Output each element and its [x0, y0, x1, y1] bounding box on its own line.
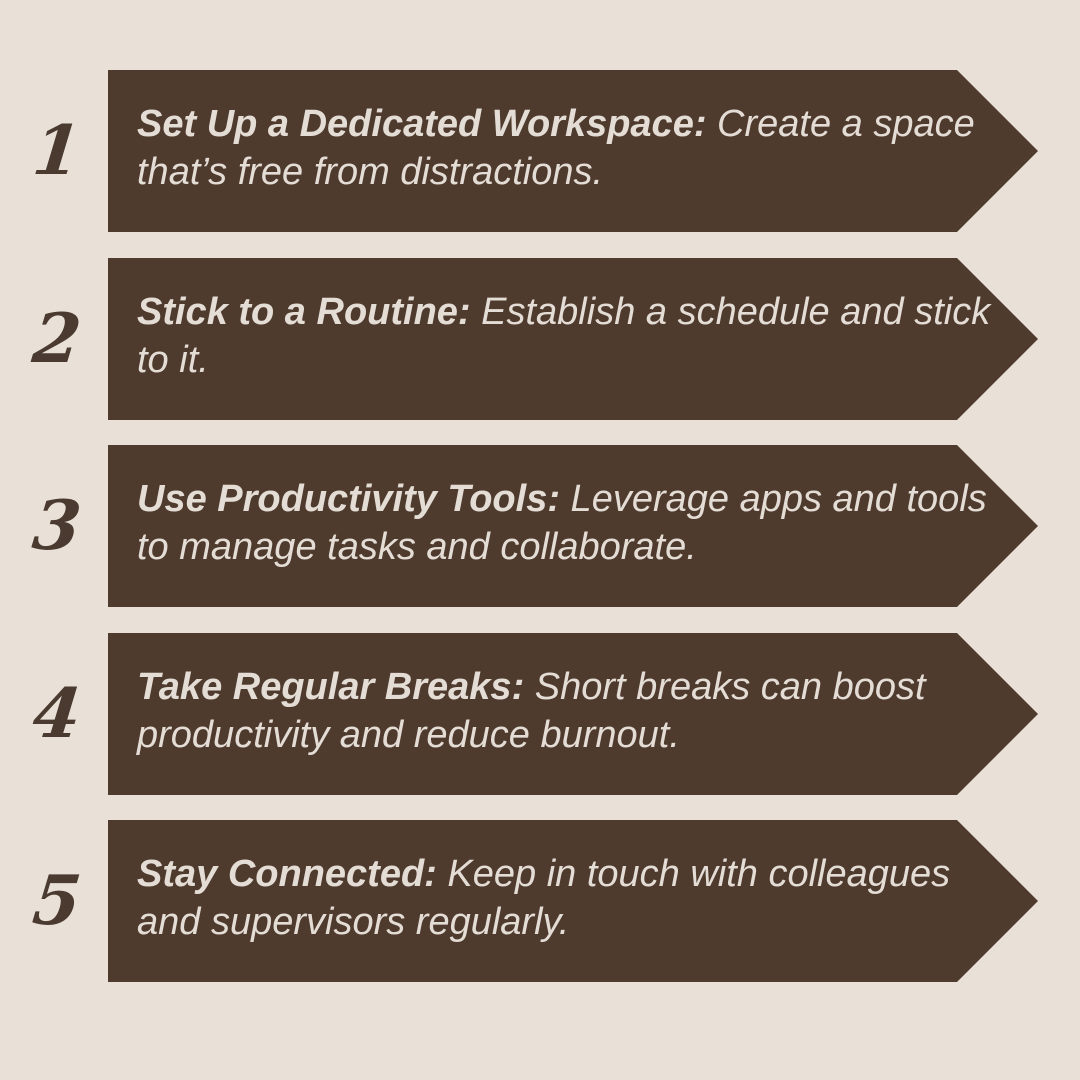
list-item: 4 Take Regular Breaks: Short breaks can … — [0, 633, 1080, 795]
step-text: Take Regular Breaks: Short breaks can bo… — [137, 633, 997, 795]
step-number: 1 — [29, 111, 83, 191]
step-title: Stay Connected: — [137, 853, 437, 895]
step-text: Stick to a Routine: Establish a schedule… — [137, 258, 997, 420]
step-description: Short breaks can boost productivity and … — [137, 666, 926, 756]
step-title: Take Regular Breaks: — [137, 666, 525, 708]
step-number: 2 — [29, 299, 83, 379]
arrow-banner — [108, 70, 1038, 232]
step-text: Stay Connected: Keep in touch with colle… — [137, 820, 997, 982]
list-item: 1 Set Up a Dedicated Workspace: Create a… — [0, 70, 1080, 232]
step-title: Set Up a Dedicated Workspace: — [137, 103, 707, 145]
list-item: 2 Stick to a Routine: Establish a schedu… — [0, 258, 1080, 420]
step-description: Establish a schedule and stick to it. — [137, 291, 991, 381]
step-text: Set Up a Dedicated Workspace: Create a s… — [137, 70, 997, 232]
step-title: Stick to a Routine: — [137, 291, 471, 333]
step-description: Leverage apps and tools to manage tasks … — [137, 478, 987, 568]
step-title: Use Productivity Tools: — [137, 478, 560, 520]
step-description: Keep in touch with colleagues and superv… — [137, 853, 951, 943]
step-number: 4 — [29, 674, 83, 754]
step-description: Create a space that’s free from distract… — [137, 103, 975, 193]
list-item: 5 Stay Connected: Keep in touch with col… — [0, 820, 1080, 982]
list-item: 3 Use Productivity Tools: Leverage apps … — [0, 445, 1080, 607]
step-text: Use Productivity Tools: Leverage apps an… — [137, 445, 997, 607]
arrow-banner — [108, 258, 1038, 420]
arrow-banner — [108, 445, 1038, 607]
arrow-banner — [108, 820, 1038, 982]
step-number: 5 — [29, 861, 83, 941]
arrow-banner — [108, 633, 1038, 795]
step-number: 3 — [29, 486, 83, 566]
